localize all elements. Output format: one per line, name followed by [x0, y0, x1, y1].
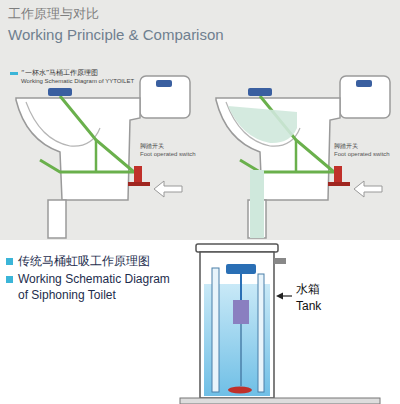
board-ground: [0, 0, 400, 240]
part-label: Tank: [296, 299, 321, 313]
part-label: 脚踏开关: [333, 142, 359, 149]
figure-title: “一杯水”马桶工作原理图: [21, 69, 98, 77]
heading-marker: [6, 258, 13, 265]
bowl-water: [228, 106, 297, 143]
drain-water: [250, 170, 264, 238]
part-label: 脚踏开关: [139, 142, 165, 149]
part-label: Foot operated switch: [139, 151, 197, 158]
tank-figure: [180, 244, 380, 404]
toilet-figure-flushing: [216, 76, 390, 238]
figure-title: Working Schematic Diagram of YYTOILET: [21, 78, 134, 85]
section-heading: Working Schematic Diagram of Siphoning T…: [18, 272, 176, 303]
title-marker: [10, 72, 18, 75]
part-label: 水箱: [296, 282, 320, 296]
toilet-figure: [216, 76, 390, 238]
part-label: Foot operated switch: [333, 151, 391, 158]
section-heading: 传统马桶虹吸工作原理图: [18, 254, 150, 268]
heading-marker: [6, 276, 13, 283]
page-subtitle: Working Principle & Comparison: [8, 26, 224, 44]
page-title: 工作原理与对比: [8, 6, 99, 22]
leader-arrow: [276, 293, 292, 300]
